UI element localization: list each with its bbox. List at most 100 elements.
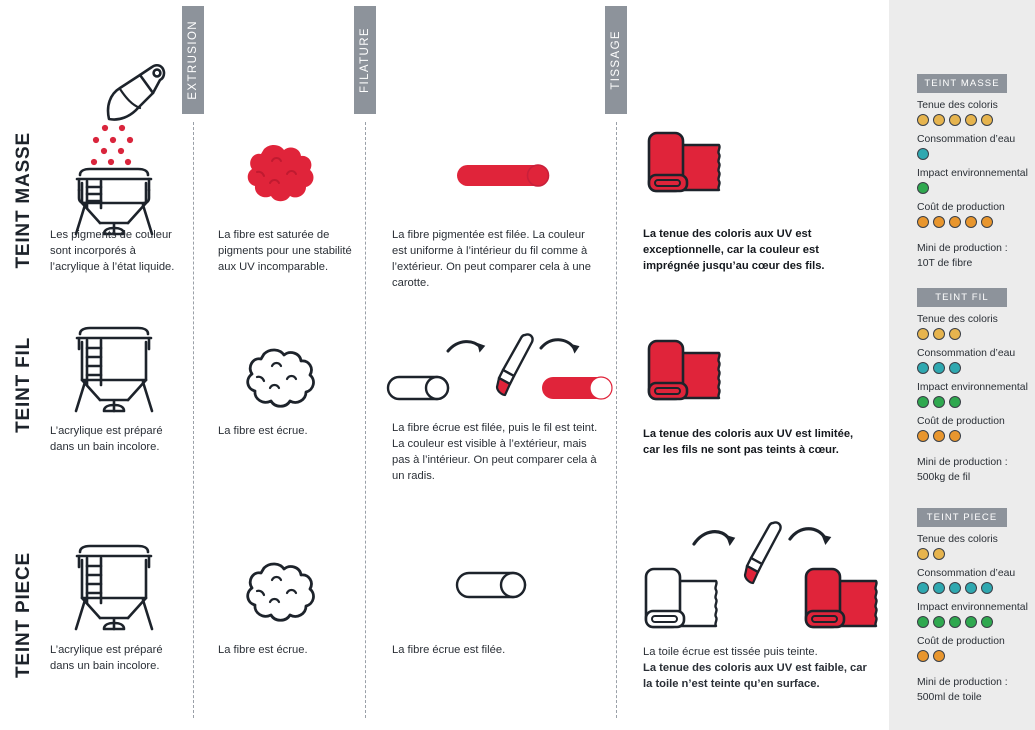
rating-dots-cout <box>917 216 1035 229</box>
metric-label: Impact environnemental <box>917 168 1028 179</box>
rating-dot <box>933 114 945 126</box>
metric-consommation-eau: Consommation d’eau <box>917 134 1035 161</box>
caption-masse-filature: La fibre pigmentée est filée. La couleur… <box>392 229 591 289</box>
rating-dot <box>917 430 929 442</box>
icon-fabric-roll-red-row2 <box>641 336 741 414</box>
rating-dot <box>917 362 929 374</box>
divider-tissage <box>616 122 617 718</box>
rating-dot <box>917 114 929 126</box>
mini-production-value: 10T de fibre <box>917 258 973 270</box>
rating-dot <box>949 616 961 628</box>
rating-dot <box>917 182 929 194</box>
summary-panel-teint-piece: TEINT PIECE Tenue des coloris Consommati… <box>889 508 1035 705</box>
icon-yarn-white-brush-yarn-red <box>386 332 616 410</box>
caption-piece-tissage-regular: La toile écrue est tissée puis teinte. <box>643 646 818 658</box>
metric-impact-environnemental: Impact environnemental <box>917 602 1035 629</box>
rating-dot <box>933 582 945 594</box>
rating-dot <box>933 362 945 374</box>
rating-dot <box>917 616 929 628</box>
caption-fil-extrusion: La fibre est écrue. <box>218 425 308 437</box>
metric-cout-production: Coût de production <box>917 202 1035 229</box>
summary-panel-teint-fil: TEINT FIL Tenue des coloris Consommation… <box>889 288 1035 485</box>
row-label-teint-piece: TEINT PIECE <box>4 535 44 695</box>
rating-dot <box>917 396 929 408</box>
mini-production-value: 500ml de toile <box>917 692 982 704</box>
rating-dots-cout <box>917 650 1035 663</box>
stage-tab-extrusion: EXTRUSION <box>182 6 204 114</box>
rating-dot <box>981 216 993 228</box>
rating-dot <box>965 216 977 228</box>
metric-tenue-des-coloris: Tenue des coloris <box>917 314 1035 341</box>
icon-fiber-cloud-red <box>240 140 320 210</box>
caption-piece-liquide: L’acrylique est préparé dans un bain inc… <box>50 644 163 672</box>
rating-dots-eau <box>917 362 1035 375</box>
caption-piece-filature: La fibre écrue est filée. <box>392 644 506 656</box>
rating-dots-tenue <box>917 548 1035 561</box>
metric-label: Tenue des coloris <box>917 100 998 111</box>
metric-impact-environnemental: Impact environnemental <box>917 382 1035 409</box>
rating-dot <box>981 582 993 594</box>
row-label-teint-fil: TEINT FIL <box>4 320 44 450</box>
rating-dots-tenue <box>917 114 1035 127</box>
rating-dot <box>949 582 961 594</box>
metric-label: Consommation d’eau <box>917 568 1016 579</box>
icon-vat-with-pigment-scoop <box>60 48 190 236</box>
mini-production-value: 500kg de fil <box>917 472 971 484</box>
metric-label: Coût de production <box>917 636 1005 647</box>
row-label-text: TEINT MASSE <box>13 131 34 269</box>
metric-label: Tenue des coloris <box>917 314 998 325</box>
caption-masse-liquide: Les pigments de couleur sont incorporés … <box>50 229 175 273</box>
icon-yarn-red-solid <box>455 158 565 192</box>
summary-sidebar: TEINT MASSE Tenue des coloris Consommati… <box>889 0 1035 730</box>
mini-production-label: Mini de production : <box>917 677 1008 688</box>
metric-label: Impact environnemental <box>917 382 1028 393</box>
divider-extrusion <box>193 122 194 718</box>
rating-dot <box>917 650 929 662</box>
panel-title: TEINT PIECE <box>917 508 1007 527</box>
caption-piece-tissage-bold: La tenue des coloris aux UV est faible, … <box>643 661 867 690</box>
caption-piece-tissage: La toile écrue est tissée puis teinte. L… <box>643 645 875 693</box>
metric-label: Coût de production <box>917 416 1005 427</box>
caption-masse-tissage: La tenue des coloris aux UV est exceptio… <box>643 228 825 272</box>
metric-label: Consommation d’eau <box>917 348 1016 359</box>
rating-dot <box>933 396 945 408</box>
rating-dot <box>917 548 929 560</box>
icon-vat-plain-row2 <box>60 322 190 422</box>
mini-production: Mini de production : 500ml de toile <box>917 675 1035 705</box>
rating-dot <box>949 430 961 442</box>
caption-fil-filature: La fibre écrue est filée, puis le fil es… <box>392 422 598 482</box>
row-label-teint-masse: TEINT MASSE <box>4 120 44 280</box>
rating-dot <box>981 616 993 628</box>
rating-dot <box>965 616 977 628</box>
metric-cout-production: Coût de production <box>917 416 1035 443</box>
rating-dot <box>949 114 961 126</box>
rating-dot <box>933 328 945 340</box>
panel-title: TEINT FIL <box>917 288 1007 307</box>
icon-fabric-roll-red <box>641 128 741 206</box>
rating-dots-impact <box>917 616 1035 629</box>
mini-production: Mini de production : 500kg de fil <box>917 455 1035 485</box>
stage-tab-filature: FILATURE <box>354 6 376 114</box>
rating-dots-eau <box>917 582 1035 595</box>
summary-panel-teint-masse: TEINT MASSE Tenue des coloris Consommati… <box>889 74 1035 271</box>
rating-dot <box>933 430 945 442</box>
divider-filature <box>365 122 366 718</box>
rating-dot <box>949 362 961 374</box>
metric-label: Impact environnemental <box>917 602 1028 613</box>
icon-fiber-cloud-outline-row3 <box>242 558 322 628</box>
metric-cout-production: Coût de production <box>917 636 1035 663</box>
rating-dots-tenue <box>917 328 1035 341</box>
icon-fabric-roll-white-brush-roll-red <box>638 518 890 642</box>
rating-dot <box>933 548 945 560</box>
rating-dots-impact <box>917 396 1035 409</box>
rating-dot <box>965 114 977 126</box>
rating-dots-impact <box>917 182 1035 195</box>
metric-label: Coût de production <box>917 202 1005 213</box>
rating-dot <box>949 328 961 340</box>
metric-tenue-des-coloris: Tenue des coloris <box>917 534 1035 561</box>
rating-dot <box>981 114 993 126</box>
rating-dot <box>917 148 929 160</box>
rating-dot <box>949 396 961 408</box>
row-label-text: TEINT FIL <box>13 337 34 433</box>
panel-title: TEINT MASSE <box>917 74 1007 93</box>
